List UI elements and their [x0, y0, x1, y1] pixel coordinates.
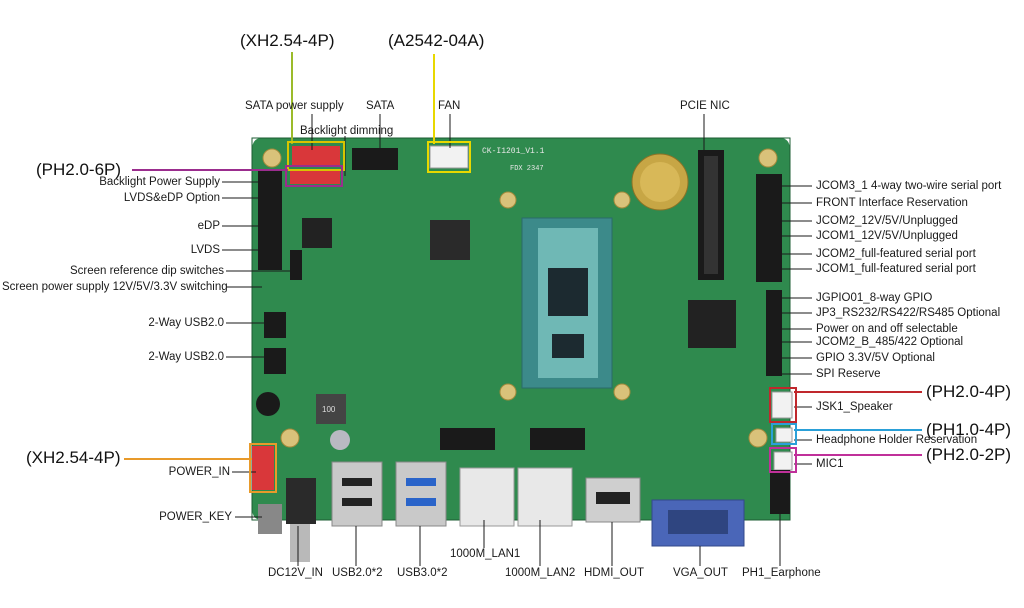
pcie-nic-label: PCIE NIC: [680, 100, 730, 112]
usb30x2-label: USB3.0*2: [397, 567, 448, 579]
lan2-port: [517, 467, 573, 527]
dc12v-label: DC12V_IN: [268, 567, 323, 579]
silk-inductor: 100: [322, 405, 336, 414]
jcom3-label: JCOM3_1 4-way two-wire serial port: [816, 180, 1002, 192]
mounting-holes: [262, 148, 778, 448]
power-in-label: POWER_IN: [168, 466, 230, 478]
mic1-label: MIC1: [816, 458, 844, 470]
jcom2-full-label: JCOM2_full-featured serial port: [816, 248, 976, 260]
front-label: FRONT Interface Reservation: [816, 197, 968, 209]
silk-version: CK-I1201_V1.1: [482, 147, 545, 156]
sata-power-connector: [292, 146, 340, 166]
gpio-label: GPIO 3.3V/5V Optional: [816, 352, 935, 364]
fan-connector: [429, 145, 469, 169]
jsk1-label: JSK1_Speaker: [816, 401, 893, 413]
vga-label: VGA_OUT: [673, 567, 728, 579]
usb30-port: [395, 461, 447, 527]
usb20-label-a: 2-Way USB2.0: [148, 317, 224, 329]
xh254-top-callout: (XH2.54-4P): [240, 31, 335, 50]
jcom1-full-label: JCOM1_full-featured serial port: [816, 263, 976, 275]
lan2-label: 1000M_LAN2: [505, 567, 576, 579]
lvds-edp-label: LVDS&eDP Option: [123, 192, 220, 204]
power-onoff-label: Power on and off selectable: [816, 323, 958, 335]
headphone-label: Headphone Holder Reservation: [816, 434, 978, 446]
backlight-dimming-label: Backlight dimming: [300, 125, 394, 137]
usb20x2-label: USB2.0*2: [332, 567, 383, 579]
sata-power-label: SATA power supply: [245, 100, 344, 112]
a2542-callout: (A2542-04A): [388, 31, 485, 50]
fan-label: FAN: [438, 100, 461, 112]
jcom2-pwr-label: JCOM2_12V/5V/Unplugged: [816, 215, 958, 227]
usb20-label-b: 2-Way USB2.0: [148, 351, 224, 363]
inductor: [316, 394, 346, 424]
lan1-label: 1000M_LAN1: [450, 548, 521, 560]
power-in-connector: [252, 446, 274, 490]
jp3-label: JP3_RS232/RS422/RS485 Optional: [816, 307, 1001, 319]
ph206p-callout: (PH2.0-6P): [36, 160, 122, 179]
lan1-port: [459, 467, 515, 527]
lvds-label: LVDS: [190, 244, 220, 256]
jcom2b-label: JCOM2_B_485/422 Optional: [816, 336, 964, 348]
earphone-label: PH1_Earphone: [742, 567, 821, 579]
power-key-label: POWER_KEY: [159, 511, 232, 523]
silk-fdx: FDX 2347: [510, 165, 544, 173]
dc-jack: [286, 478, 316, 524]
usb20-port: [331, 461, 383, 527]
backlight-power-label: Backlight Power Supply: [99, 176, 220, 188]
ph104p-callout: (PH1.0-4P): [926, 420, 1012, 439]
sata-connector: [352, 148, 398, 170]
jgpio-label: JGPIO01_8-way GPIO: [816, 292, 933, 304]
jcom1-pwr-label: JCOM1_12V/5V/Unplugged: [816, 230, 958, 242]
cpu-die: [548, 268, 588, 316]
screen-power-label: Screen power supply 12V/5V/3.3V switchin…: [2, 281, 228, 293]
sata-label: SATA: [366, 100, 395, 112]
ph204p-callout: (PH2.0-4P): [926, 382, 1012, 401]
dip-switches-label: Screen reference dip switches: [69, 265, 224, 277]
pcb: [252, 138, 790, 520]
edp-label: eDP: [197, 220, 220, 232]
xh254-left-callout: (XH2.54-4P): [26, 448, 121, 467]
ph202p-callout: (PH2.0-2P): [926, 445, 1012, 464]
hdmi-label: HDMI_OUT: [584, 567, 645, 579]
earphone-jack: [770, 470, 790, 514]
spi-label: SPI Reserve: [816, 368, 881, 380]
